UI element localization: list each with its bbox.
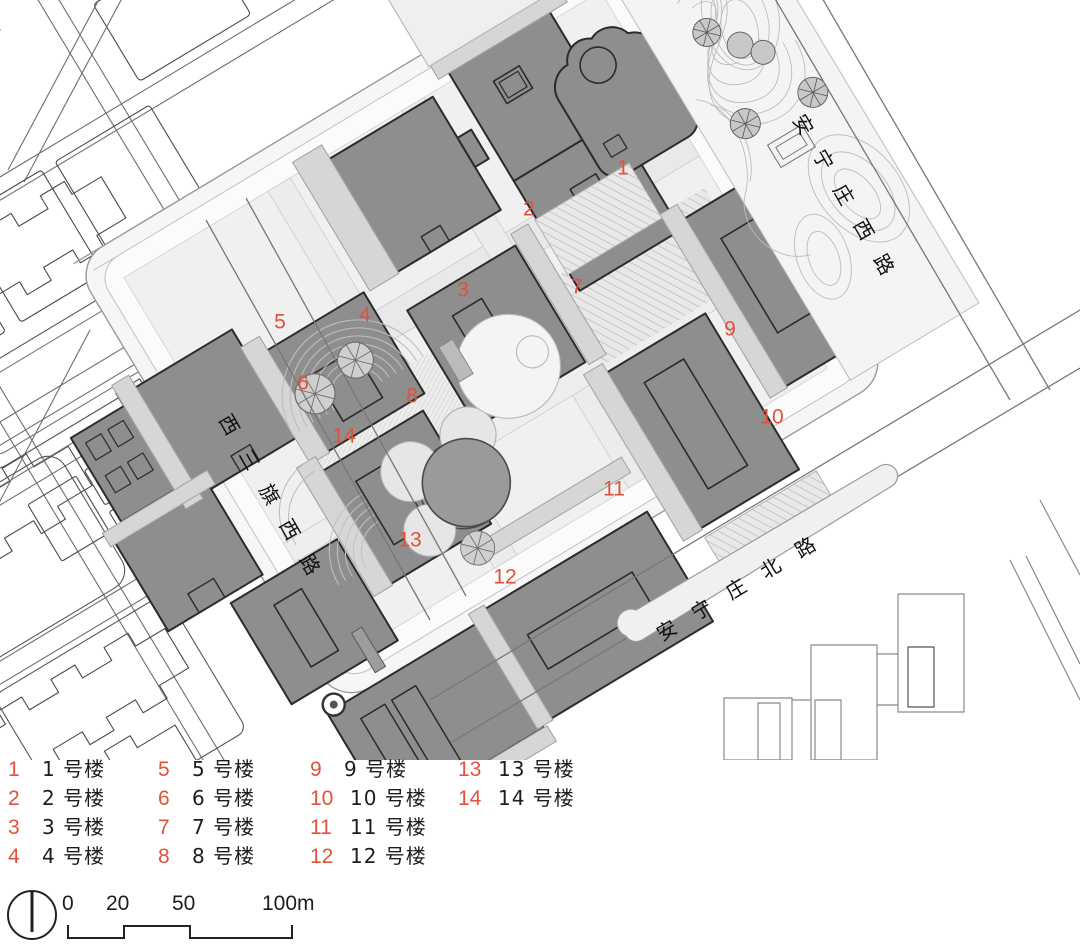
- legend-label-14: 14 号楼: [498, 786, 575, 810]
- scale-bar-block: 0 20 50 100m: [0, 884, 460, 949]
- legend-item-2: 2 2 号楼: [8, 784, 105, 813]
- legend-key-4: 4: [8, 845, 20, 868]
- building-number-7: 7: [571, 276, 583, 299]
- legend-item-14: 14 14 号楼: [458, 784, 575, 813]
- legend-item-5: 5 5 号楼: [158, 755, 255, 784]
- courtyard-landscape: [278, 313, 561, 674]
- legend-key-13: 13: [458, 758, 482, 781]
- scale-tick-1: 20: [106, 892, 130, 915]
- legend-label-1: 1 号楼: [42, 757, 106, 781]
- legend-item-1: 1 1 号楼: [8, 755, 105, 784]
- scale-tick-0: 0: [62, 892, 74, 915]
- legend-key-7: 7: [158, 816, 170, 839]
- north-arrow-icon: [7, 890, 57, 940]
- landscape-garden-ne: [602, 0, 980, 381]
- legend-label-10: 10 号楼: [350, 786, 427, 810]
- scale-tick-3: 100m: [262, 892, 315, 915]
- legend-item-11: 11 11 号楼: [310, 813, 427, 842]
- legend-key-14: 14: [458, 787, 482, 810]
- legend-label-11: 11 号楼: [350, 815, 427, 839]
- legend-label-2: 2 号楼: [42, 786, 106, 810]
- roads: [205, 0, 1080, 743]
- legend-key-9: 9: [310, 758, 322, 781]
- building-number-1: 1: [617, 157, 629, 180]
- legend-item-13: 13 13 号楼: [458, 755, 575, 784]
- legend-item-6: 6 6 号楼: [158, 784, 255, 813]
- legend-item-9: 9 9 号楼: [310, 755, 427, 784]
- legend-item-12: 12 12 号楼: [310, 842, 427, 871]
- legend-key-12: 12: [310, 845, 334, 868]
- legend-label-13: 13 号楼: [498, 757, 575, 781]
- legend-column-3: 9 9 号楼 10 10 号楼 11 11 号楼 12 12 号楼: [310, 755, 427, 871]
- building-number-12: 12: [493, 566, 516, 589]
- building-number-5: 5: [274, 311, 286, 334]
- legend-key-8: 8: [158, 845, 170, 868]
- scale-graphic: [67, 925, 293, 939]
- legend-item-10: 10 10 号楼: [310, 784, 427, 813]
- legend-item-8: 8 8 号楼: [158, 842, 255, 871]
- building-number-9: 9: [724, 318, 736, 341]
- legend-column-1: 1 1 号楼 2 2 号楼 3 3 号楼 4 4 号楼: [8, 755, 105, 871]
- legend-label-3: 3 号楼: [42, 815, 106, 839]
- legend-item-4: 4 4 号楼: [8, 842, 105, 871]
- legend-label-12: 12 号楼: [350, 844, 427, 868]
- legend-label-8: 8 号楼: [192, 844, 256, 868]
- building-number-4: 4: [359, 304, 371, 327]
- legend-label-4: 4 号楼: [42, 844, 106, 868]
- building-number-11: 11: [603, 478, 625, 501]
- legend-key-1: 1: [8, 758, 20, 781]
- scale-ticks: 0 20 50 100m: [62, 884, 322, 951]
- legend-item-7: 7 7 号楼: [158, 813, 255, 842]
- legend-label-6: 6 号楼: [192, 786, 256, 810]
- legend-key-10: 10: [310, 787, 334, 810]
- legend-column-4: 13 13 号楼 14 14 号楼: [458, 755, 575, 813]
- context-buildings-se: [723, 593, 965, 760]
- legend-key-3: 3: [8, 816, 20, 839]
- legend-label-9: 9 号楼: [344, 757, 408, 781]
- campus-site: [69, 0, 980, 760]
- building-number-6: 6: [297, 372, 309, 395]
- north-entry-court: [350, 0, 593, 68]
- legend-key-6: 6: [158, 787, 170, 810]
- legend-item-3: 3 3 号楼: [8, 813, 105, 842]
- building-number-3: 3: [457, 279, 469, 302]
- site-podiums: [101, 0, 789, 760]
- legend-label-7: 7 号楼: [192, 815, 256, 839]
- scale-tick-2: 50: [172, 892, 196, 915]
- legend-label-5: 5 号楼: [192, 757, 256, 781]
- building-number-10: 10: [760, 406, 783, 429]
- building-number-13: 13: [398, 529, 421, 552]
- building-14: [229, 538, 399, 706]
- building-number-14: 14: [332, 425, 356, 448]
- legend-key-2: 2: [8, 787, 20, 810]
- building-number-8: 8: [406, 385, 418, 408]
- legend-key-5: 5: [158, 758, 170, 781]
- building-number-2: 2: [523, 198, 535, 221]
- legend-column-2: 5 5 号楼 6 6 号楼 7 7 号楼 8 8 号楼: [158, 755, 255, 871]
- legend-key-11: 11: [310, 816, 332, 839]
